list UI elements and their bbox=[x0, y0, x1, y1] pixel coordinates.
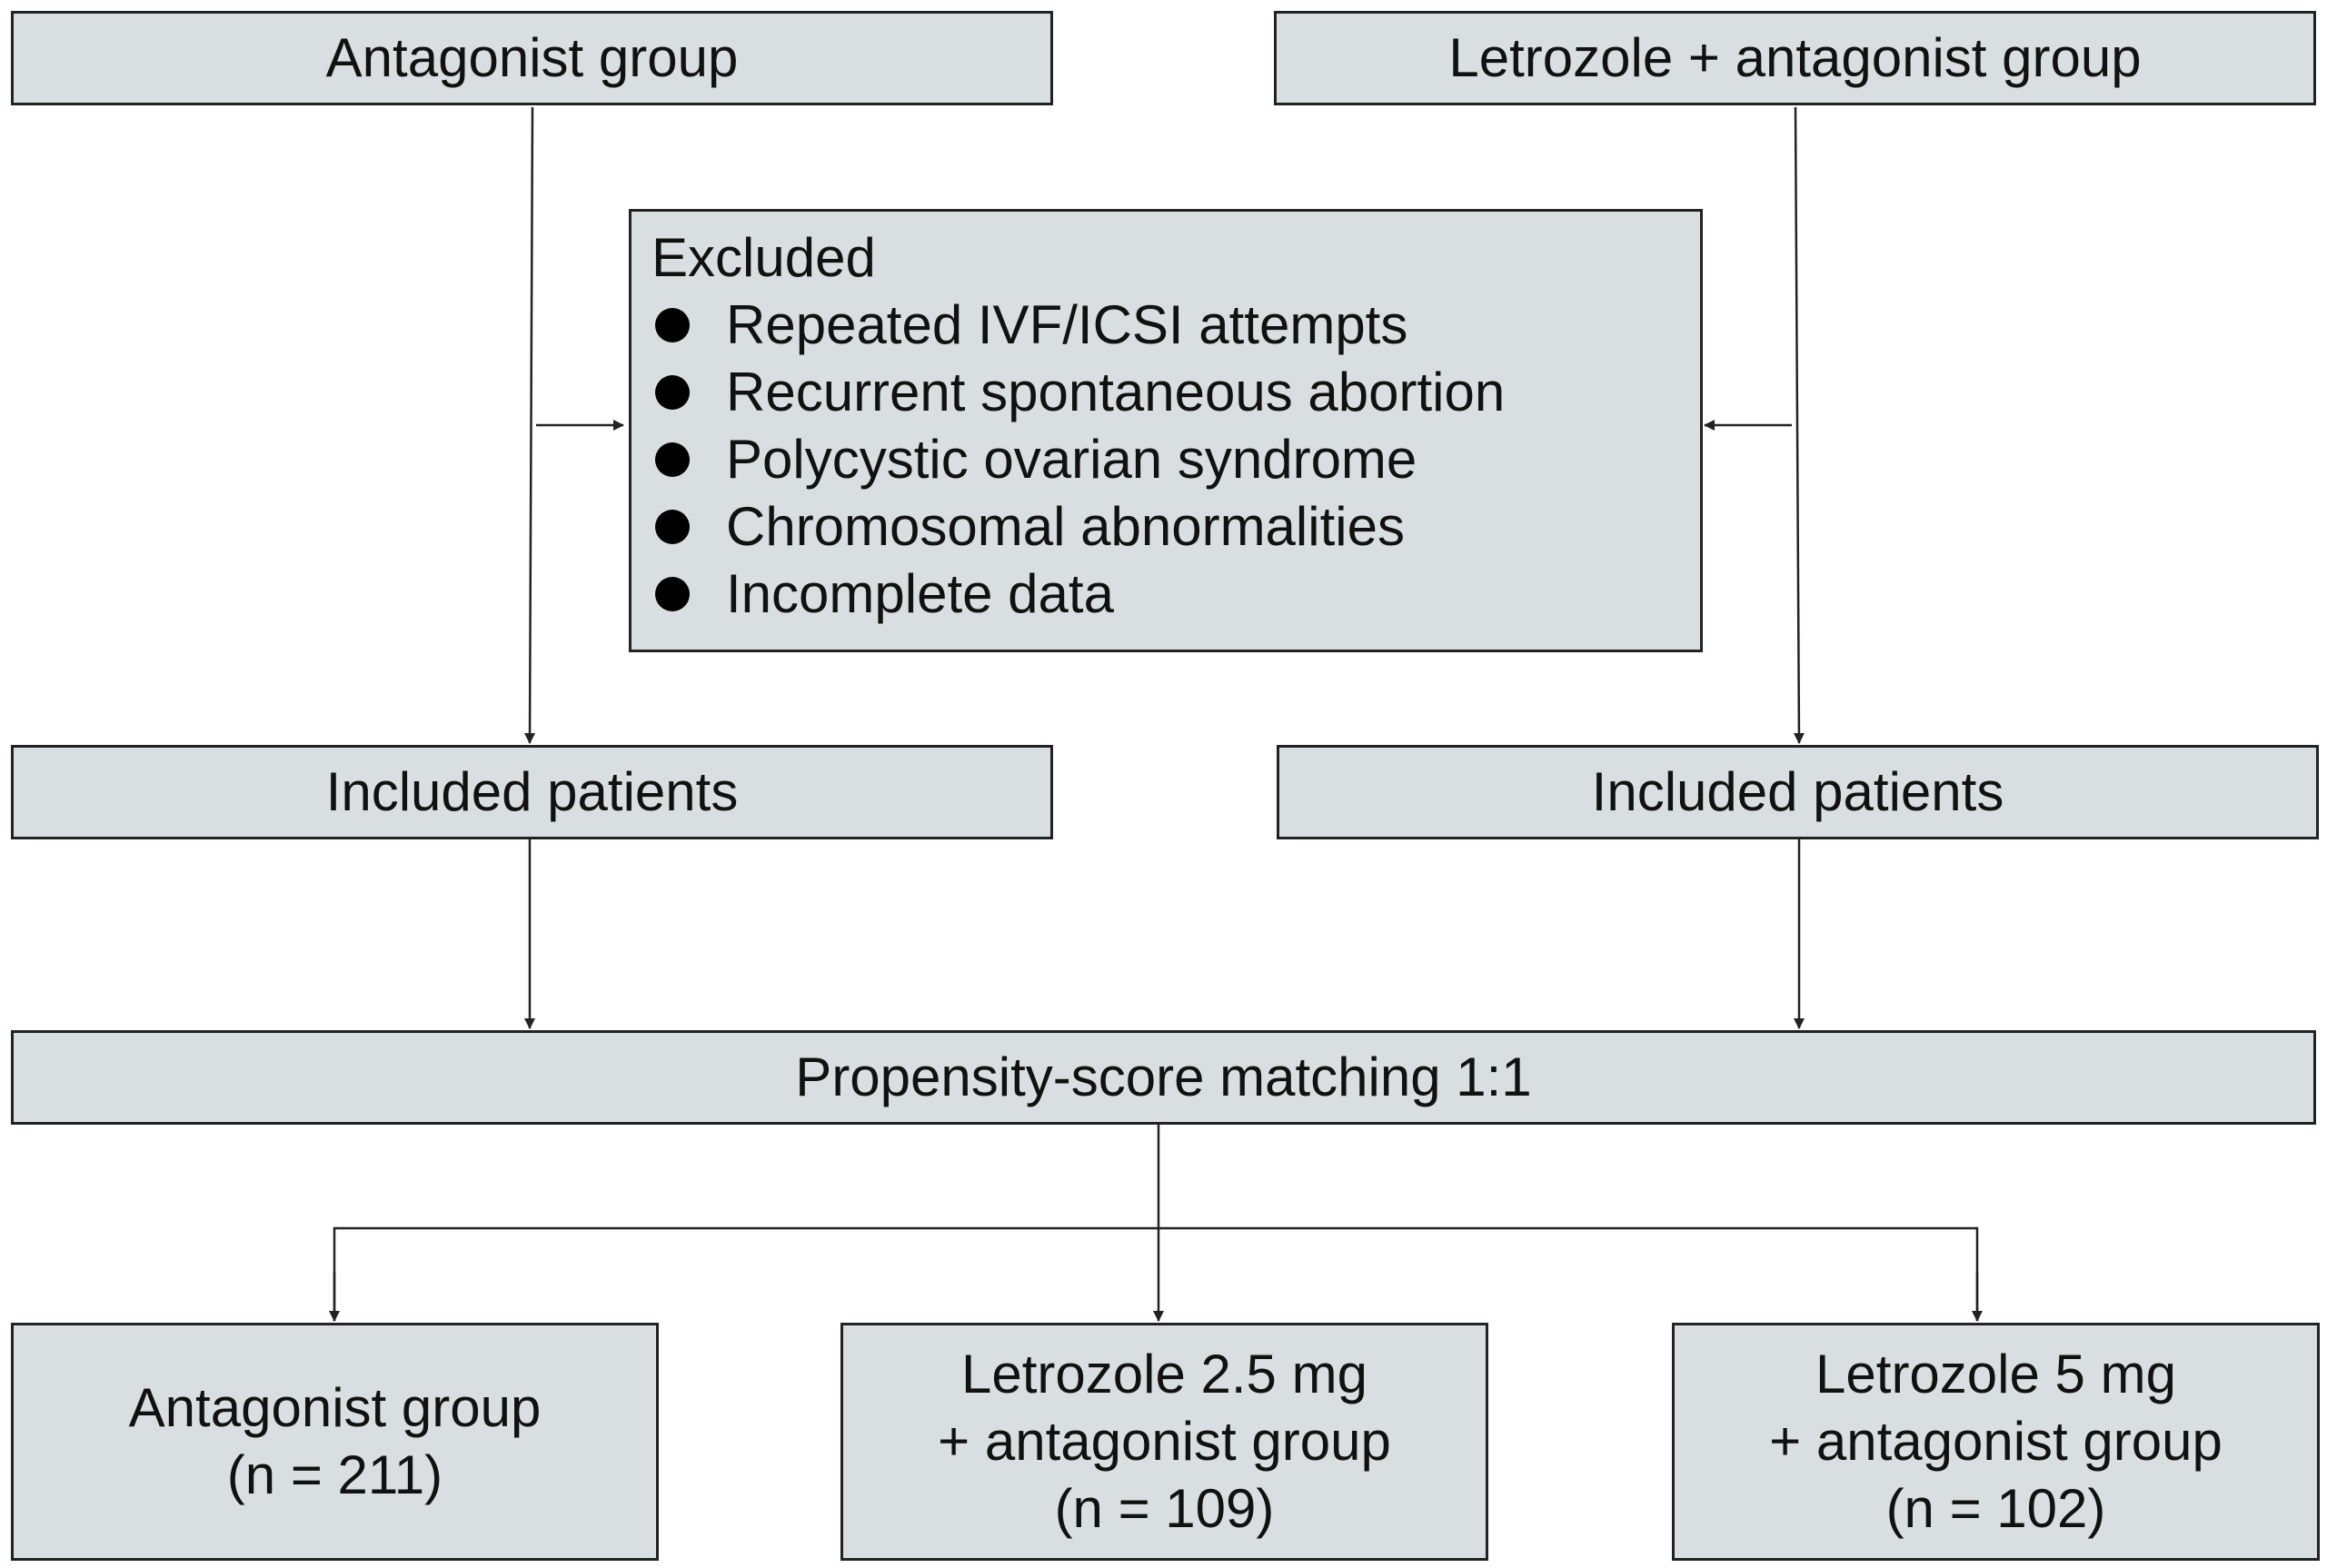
outcome-letrozole-2-5-count: (n = 109) bbox=[1054, 1478, 1275, 1539]
propensity-matching-box: Propensity-score matching 1:1 bbox=[11, 1030, 2316, 1125]
included-patients-right-label: Included patients bbox=[1591, 761, 2004, 822]
branch-horizontal bbox=[333, 1226, 1979, 1321]
outcome-letrozole-5-box: Letrozole 5 mg + antagonist group (n = 1… bbox=[1672, 1323, 2320, 1561]
excluded-item: Repeated IVF/ICSI attempts bbox=[651, 292, 1700, 359]
outcome-antagonist-count: (n = 211) bbox=[226, 1444, 443, 1505]
outcome-letrozole-2-5-title: Letrozole 2.5 mg bbox=[961, 1344, 1367, 1404]
arrow-left-to-included bbox=[524, 106, 536, 744]
bullet-icon bbox=[655, 577, 690, 611]
included-patients-right-box: Included patients bbox=[1277, 745, 2319, 839]
included-patients-left-box: Included patients bbox=[11, 745, 1053, 839]
bullet-icon bbox=[655, 375, 690, 410]
outcome-letrozole-5-count: (n = 102) bbox=[1885, 1478, 2106, 1539]
excluded-item: Recurrent spontaneous abortion bbox=[651, 359, 1700, 426]
outcome-letrozole-5-title: Letrozole 5 mg bbox=[1815, 1344, 2176, 1404]
bullet-icon bbox=[655, 510, 690, 544]
arrow-right-to-included bbox=[1793, 106, 1805, 744]
outcome-letrozole-2-5-box: Letrozole 2.5 mg + antagonist group (n =… bbox=[840, 1323, 1488, 1561]
outcome-antagonist-title: Antagonist group bbox=[128, 1377, 542, 1438]
antagonist-group-label: Antagonist group bbox=[325, 27, 739, 88]
excluded-item: Incomplete data bbox=[651, 561, 1700, 628]
outcome-letrozole-5-subtitle: + antagonist group bbox=[1769, 1411, 2223, 1472]
letrozole-antagonist-group-box: Letrozole + antagonist group bbox=[1274, 11, 2316, 105]
excluded-item: Polycystic ovarian syndrome bbox=[651, 426, 1700, 493]
excluded-item: Chromosomal abnormalities bbox=[651, 493, 1700, 561]
excluded-title: Excluded bbox=[651, 227, 876, 288]
outcome-antagonist-box: Antagonist group (n = 211) bbox=[11, 1323, 659, 1561]
letrozole-antagonist-group-label: Letrozole + antagonist group bbox=[1448, 27, 2142, 88]
bullet-icon bbox=[655, 308, 690, 342]
propensity-matching-label: Propensity-score matching 1:1 bbox=[795, 1047, 1532, 1107]
excluded-criteria-list: Repeated IVF/ICSI attempts Recurrent spo… bbox=[651, 292, 1700, 628]
antagonist-group-box: Antagonist group bbox=[11, 11, 1053, 105]
bullet-icon bbox=[655, 442, 690, 477]
included-patients-left-label: Included patients bbox=[325, 761, 739, 822]
outcome-letrozole-2-5-subtitle: + antagonist group bbox=[938, 1411, 1391, 1472]
excluded-box: Excluded Repeated IVF/ICSI attempts Recu… bbox=[629, 209, 1703, 652]
